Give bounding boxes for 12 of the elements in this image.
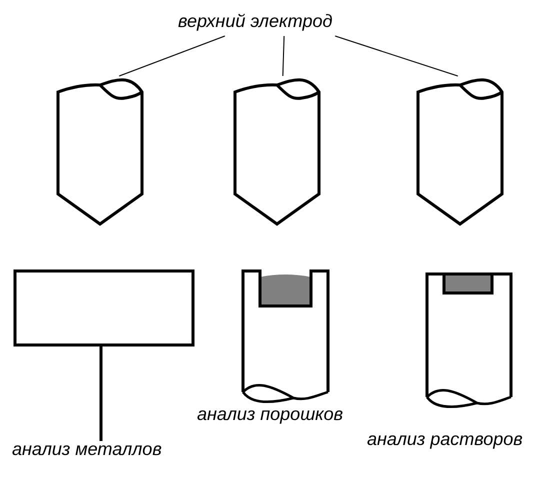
leader-line bbox=[282, 36, 285, 76]
electrode-drawing bbox=[233, 76, 322, 226]
caption-text: анализ растворов bbox=[367, 428, 523, 450]
caption-text: анализ металлов bbox=[12, 438, 162, 460]
electrode-drawing bbox=[425, 272, 513, 410]
electrode-drawing bbox=[416, 76, 505, 226]
sample-drawing bbox=[13, 269, 195, 443]
leader-line bbox=[334, 36, 458, 76]
leader-line bbox=[118, 36, 226, 76]
caption-text: анализ порошков bbox=[197, 403, 344, 425]
electrode-drawing bbox=[56, 76, 145, 226]
electrode-label: верхний электрод bbox=[178, 10, 332, 32]
